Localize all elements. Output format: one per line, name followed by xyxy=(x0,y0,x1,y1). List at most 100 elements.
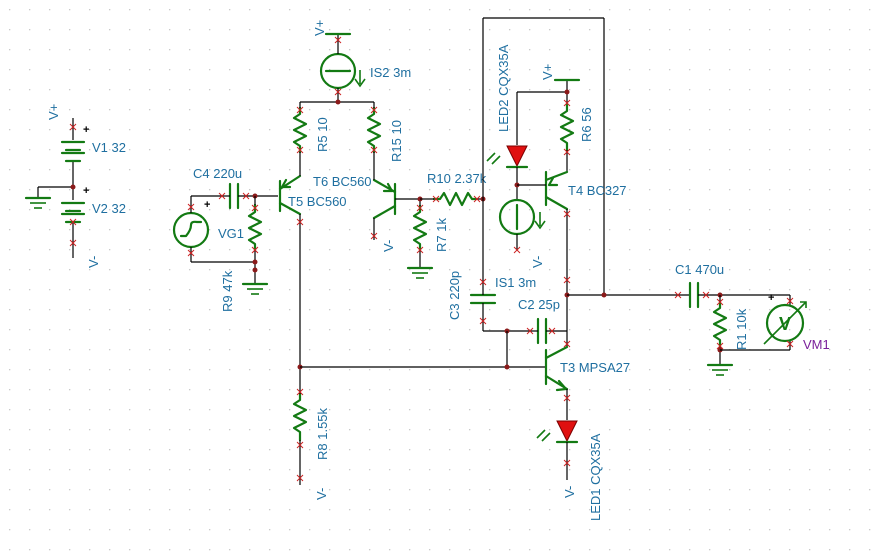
pin-marker xyxy=(716,342,724,350)
r10-label: R10 2.37k xyxy=(427,171,487,186)
is1-arrow-icon xyxy=(534,212,546,230)
pin-marker xyxy=(187,249,195,257)
power-supply-group: + + V1 32 V2 32 V+ V- xyxy=(24,104,126,268)
t6-vminus-label: V- xyxy=(381,240,396,252)
vg1-waveform-icon xyxy=(179,220,203,238)
r6-label: R6 56 xyxy=(579,107,594,142)
input-stage-group: + C4 220u VG1 R9 47k xyxy=(172,166,278,312)
v2-label: V2 32 xyxy=(92,201,126,216)
r8-resistor[interactable] xyxy=(292,392,308,442)
pin-marker xyxy=(563,276,571,284)
c4-label: C4 220u xyxy=(193,166,242,181)
is2-vplus-label: V+ xyxy=(312,20,327,36)
vm1-voltmeter[interactable] xyxy=(765,303,805,343)
pin-marker xyxy=(218,192,226,200)
is1-label: IS1 3m xyxy=(495,275,536,290)
t4-label: T4 BC327 xyxy=(568,183,627,198)
pin-marker xyxy=(242,192,250,200)
t5-transistor[interactable] xyxy=(278,174,302,216)
is2-arrow-icon xyxy=(354,70,366,88)
led2-label: LED2 CQX35A xyxy=(496,44,511,132)
pin-marker xyxy=(563,99,571,107)
r1-label: R1 10k xyxy=(734,308,749,350)
is2-label: IS2 3m xyxy=(370,65,411,80)
v1-plus-sign: + xyxy=(83,124,89,136)
ground-symbol-input xyxy=(241,282,269,295)
psu-vplus-label: V+ xyxy=(46,104,61,120)
pin-marker xyxy=(563,148,571,156)
pin-marker xyxy=(702,291,710,299)
is1-vminus-label: V- xyxy=(530,256,545,268)
r6-resistor[interactable] xyxy=(559,103,575,152)
pin-markers xyxy=(69,36,794,482)
pin-marker xyxy=(334,88,342,96)
r9-label: R9 47k xyxy=(220,270,235,312)
pin-marker xyxy=(69,218,77,226)
pin-marker xyxy=(251,246,259,254)
r10-resistor[interactable] xyxy=(432,191,478,207)
pin-marker xyxy=(432,195,440,203)
pin-marker xyxy=(416,204,424,212)
pin-marker xyxy=(473,195,481,203)
pin-marker xyxy=(334,36,342,44)
pin-marker xyxy=(296,441,304,449)
pin-marker xyxy=(526,327,534,335)
pin-marker xyxy=(786,340,794,348)
pin-marker xyxy=(479,317,487,325)
led1-label: LED1 CQX35A xyxy=(588,433,603,521)
v1-label: V1 32 xyxy=(92,140,126,155)
pin-marker xyxy=(548,327,556,335)
pin-marker xyxy=(296,388,304,396)
pin-marker xyxy=(674,291,682,299)
pin-marker xyxy=(296,146,304,154)
pin-marker xyxy=(296,106,304,114)
pin-marker xyxy=(563,394,571,402)
c2-label: C2 25p xyxy=(518,297,560,312)
psu-vminus-label: V- xyxy=(86,256,101,268)
r1-resistor[interactable] xyxy=(712,300,728,348)
output-stage-group: C3 220p IS1 3m C2 25p V- LED2 CQX35A xyxy=(300,17,830,521)
vm1-plus-sign: + xyxy=(768,292,774,304)
diff-pair-group: V+ IS2 3m R5 10 R15 10 T5 BC560 xyxy=(278,20,487,500)
r6-vplus-label: V+ xyxy=(540,64,555,80)
v2-battery-symbol[interactable] xyxy=(60,201,86,224)
t3-transistor[interactable] xyxy=(544,345,569,392)
pin-marker xyxy=(786,297,794,305)
pin-marker xyxy=(251,204,259,212)
pin-marker xyxy=(563,210,571,218)
r8-vminus-label: V- xyxy=(314,488,329,500)
voltmeter-glyph: V xyxy=(779,314,791,334)
r9-resistor[interactable] xyxy=(247,203,263,252)
t6-label: T6 BC560 xyxy=(313,174,372,189)
v1-battery-symbol[interactable] xyxy=(60,140,86,163)
pin-marker xyxy=(370,106,378,114)
pin-marker xyxy=(513,246,521,254)
pin-marker xyxy=(716,298,724,306)
vm1-label: VM1 xyxy=(803,337,830,352)
t4-transistor[interactable] xyxy=(544,170,569,211)
pin-marker xyxy=(370,232,378,240)
pin-marker xyxy=(296,218,304,226)
pin-marker xyxy=(296,474,304,482)
r15-label: R15 10 xyxy=(389,120,404,162)
ground-symbol-output xyxy=(706,363,734,376)
led1-vminus-label: V- xyxy=(562,486,577,498)
vg1-label: VG1 xyxy=(218,226,244,241)
r15-resistor[interactable] xyxy=(366,106,382,154)
t5-label: T5 BC560 xyxy=(288,194,347,209)
pin-marker xyxy=(563,340,571,348)
t3-label: T3 MPSA27 xyxy=(560,360,630,375)
ground-symbol-r7 xyxy=(406,266,434,279)
r5-label: R5 10 xyxy=(315,117,330,152)
c3-label: C3 220p xyxy=(447,271,462,320)
r7-resistor[interactable] xyxy=(412,204,428,252)
vg1-plus-sign: + xyxy=(204,199,210,211)
r5-resistor[interactable] xyxy=(292,106,308,154)
v2-plus-sign: + xyxy=(83,185,89,197)
pin-marker xyxy=(370,146,378,154)
pin-marker xyxy=(479,278,487,286)
r7-label: R7 1k xyxy=(434,218,449,252)
ground-symbol-psu xyxy=(24,196,52,209)
